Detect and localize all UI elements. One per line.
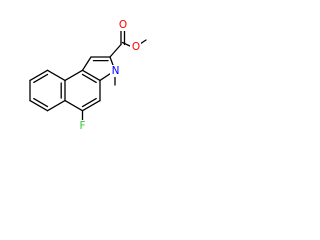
molecule-structure: O O N F <box>29 19 147 132</box>
fluorine-label: F <box>79 120 85 132</box>
benzene-ring-middle <box>64 69 101 112</box>
ring-nitrogen-label: N <box>112 65 120 77</box>
carbonyl-oxygen-atom: O <box>117 19 128 31</box>
carbonyl-oxygen-label: O <box>119 19 127 31</box>
ring-nitrogen-atom: N <box>110 65 121 77</box>
ester-oxygen-atom: O <box>130 41 141 53</box>
benzene-ring-left <box>29 69 66 112</box>
structure-canvas: O O N F <box>0 0 152 152</box>
ester-oxygen-label: O <box>132 41 140 53</box>
fluorine-atom: F <box>77 120 88 132</box>
